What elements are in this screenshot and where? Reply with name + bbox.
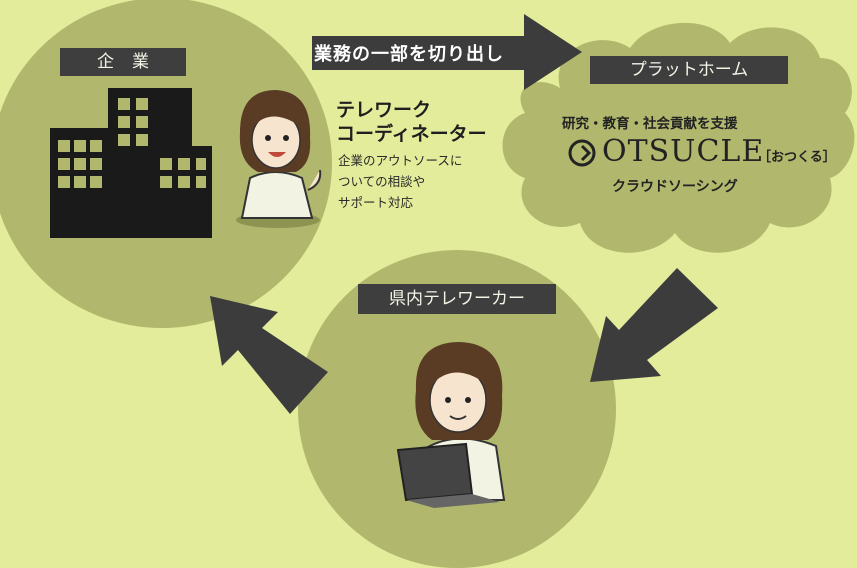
coordinator-desc-line: サポート対応 <box>338 195 414 210</box>
coordinator-desc-line: 企業のアウトソースに <box>338 153 463 168</box>
coordinator-title-line: テレワーク <box>336 99 432 121</box>
coordinator-description: 企業のアウトソースに ついての相談や サポート対応 <box>338 150 462 213</box>
otsucle-logo-icon <box>568 139 596 167</box>
company-label: 企業 <box>60 48 186 76</box>
arrow-down-left <box>590 268 718 382</box>
coordinator-desc-line: ついての相談や <box>338 174 426 189</box>
otsucle-brand-name: OTSUCLE <box>602 134 765 169</box>
arrow-label: 業務の一部を切り出し <box>314 44 504 65</box>
arrow-right <box>312 14 582 90</box>
teleworker-person-icon <box>396 342 506 508</box>
otsucle-brand-reading: ［おつくる］ <box>758 150 836 165</box>
platform-tagline: 研究・教育・社会貢献を支援 <box>562 116 738 132</box>
otsucle-brand-subtitle: クラウドソーシング <box>612 179 738 195</box>
coordinator-title: テレワーク コーディネーター <box>336 98 487 146</box>
arrow-up-left <box>210 296 328 414</box>
teleworker-label: 県内テレワーカー <box>358 284 556 314</box>
coordinator-person-icon <box>236 90 322 228</box>
flow-arrows <box>210 14 718 414</box>
platform-label: プラットホーム <box>590 56 788 84</box>
company-buildings-icon <box>50 88 212 238</box>
coordinator-title-line: コーディネーター <box>336 123 487 145</box>
